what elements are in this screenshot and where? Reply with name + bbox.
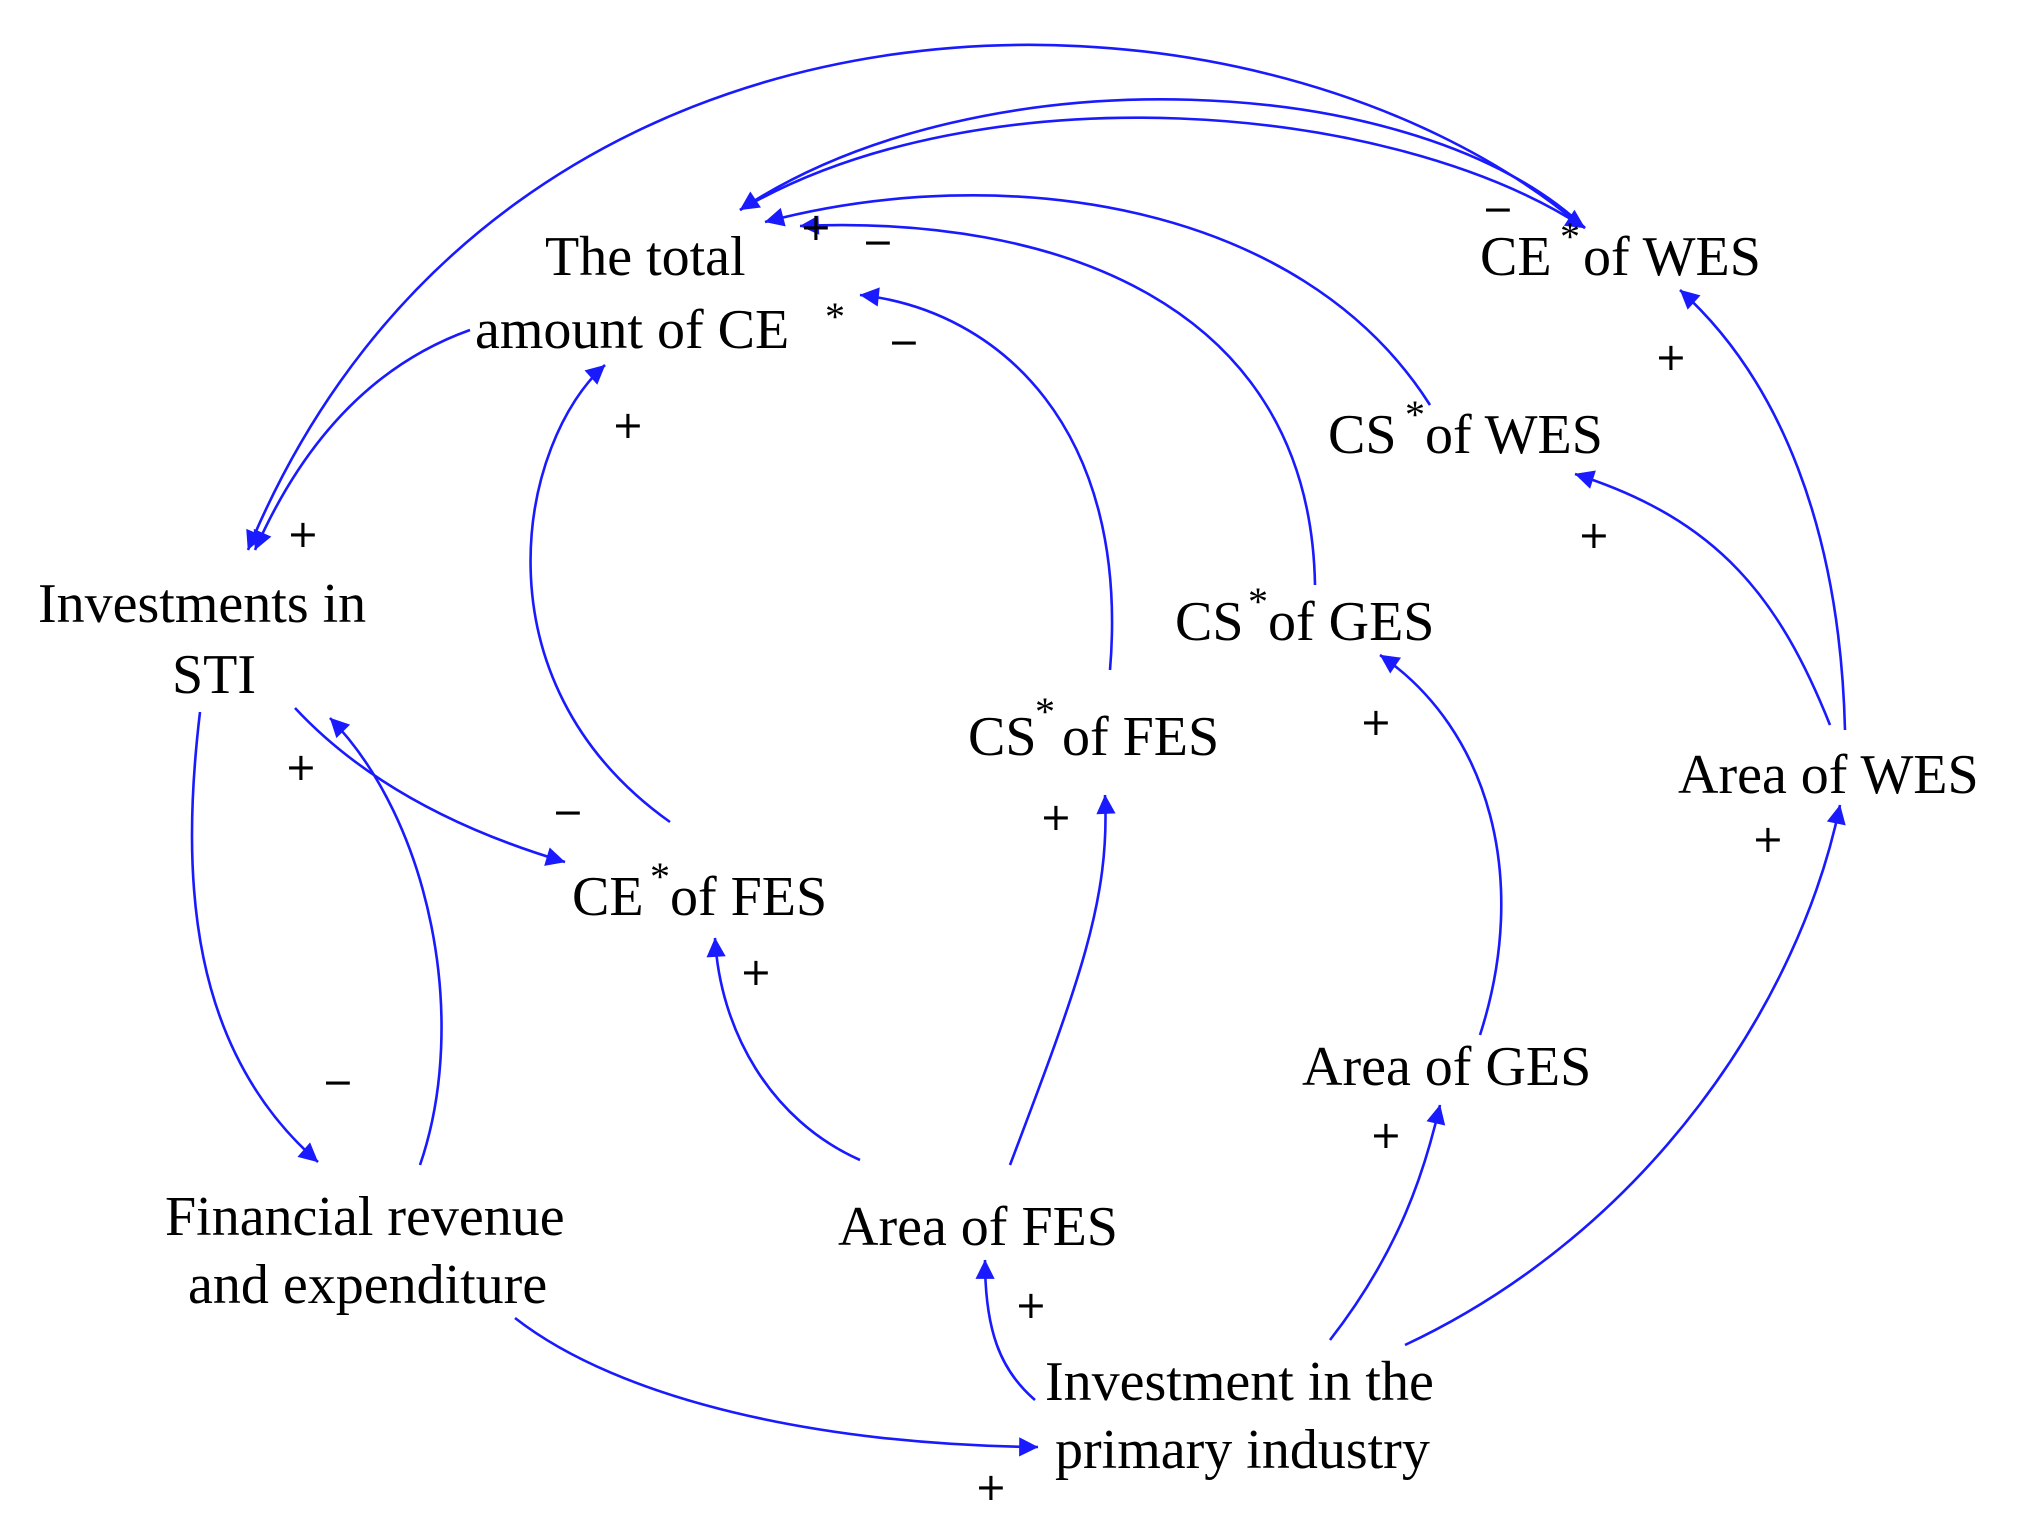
edge-area-ges-to-cs-ges: [1379, 653, 1503, 1036]
polarity-signs: + − − − + + + + + − + + + + − + + +: [285, 187, 1784, 1509]
ce-wes-rest: of WES: [1583, 226, 1761, 288]
edge-wes-ce-to-total: [739, 98, 1586, 229]
investment-primary-line2: primary industry: [1055, 1419, 1430, 1481]
total-ce-star: *: [825, 294, 845, 339]
financial-line2: and expenditure: [188, 1254, 547, 1316]
edge-inv-to-area-fes: [975, 1259, 1036, 1401]
edge-fin-to-inv: [514, 1316, 1039, 1457]
node-cs-ges: CS * of GES: [1175, 579, 1434, 653]
ce-fes-star: *: [650, 854, 670, 899]
edge-ce-fes-to-total: [529, 364, 671, 824]
cs-ges-rest: of GES: [1268, 591, 1434, 653]
sign-wes-ce-to-total: +: [800, 205, 832, 249]
sign-area-fes-to-ce-fes: +: [740, 950, 772, 994]
sign-area-wes-to-ce-wes: +: [1655, 335, 1687, 379]
sign-sti-to-wes-ce: −: [1482, 187, 1514, 231]
cs-ges-star: *: [1248, 579, 1268, 624]
edge-area-fes-to-cs-fes: [1008, 794, 1116, 1166]
sign-area-fes-to-cs-fes: +: [1040, 795, 1072, 839]
edge-area-wes-to-ce-wes: [1679, 289, 1847, 731]
sign-area-ges-to-cs-ges: +: [1360, 700, 1392, 744]
cs-ges-label: CS: [1175, 591, 1244, 653]
edge-sti-to-wes-ce: [739, 116, 1586, 230]
node-area-wes: Area of WES: [1678, 744, 1979, 806]
node-area-fes: Area of FES: [838, 1196, 1118, 1258]
nodes: The total amount of CE * CE * of WES CS …: [38, 214, 1979, 1481]
node-investments-sti: Investments in STI: [38, 573, 366, 706]
node-ce-wes: CE * of WES: [1480, 214, 1761, 288]
edge-inv-to-area-ges: [1328, 1104, 1446, 1341]
sign-sti-to-fin: −: [322, 1060, 354, 1104]
area-wes-label: Area of WES: [1678, 744, 1979, 806]
ce-fes-rest: of FES: [670, 866, 827, 928]
ce-wes-label: CE: [1480, 226, 1552, 288]
sign-fin-to-inv: +: [975, 1465, 1007, 1509]
cs-fes-star: *: [1035, 689, 1055, 734]
total-ce-line2: amount of CE: [475, 299, 789, 361]
node-financial: Financial revenue and expenditure: [165, 1186, 565, 1316]
investments-sti-line2: STI: [172, 644, 256, 706]
ce-fes-label: CE: [572, 866, 644, 928]
financial-line1: Financial revenue: [165, 1186, 565, 1248]
edge-cs-ges-to-total: [799, 215, 1317, 586]
sign-ce-fes-to-total: +: [612, 403, 644, 447]
ce-wes-star: *: [1560, 214, 1580, 259]
sign-cs-ges-to-total: −: [862, 220, 894, 264]
node-investment-primary: Investment in the primary industry: [1045, 1351, 1434, 1481]
edge-sti-to-fin: [190, 711, 319, 1163]
edge-cs-wes-to-total: [764, 193, 1432, 406]
sign-cs-fes-to-total: −: [888, 320, 920, 364]
edge-fin-to-sti: [329, 717, 443, 1166]
sign-inv-to-area-ges: +: [1370, 1113, 1402, 1157]
edges: [190, 43, 1847, 1457]
sign-sti-to-ce-fes: −: [552, 790, 584, 834]
sign-area-wes-to-cs-wes: +: [1578, 513, 1610, 557]
edge-wes-ce-to-sti: [246, 43, 1581, 551]
cs-fes-rest: of FES: [1062, 706, 1219, 768]
sign-inv-to-area-fes: +: [1015, 1283, 1047, 1327]
cs-wes-star: *: [1405, 392, 1425, 437]
cs-wes-rest: of WES: [1425, 404, 1603, 466]
total-ce-line1: The total: [545, 226, 746, 288]
area-ges-label: Area of GES: [1302, 1036, 1591, 1098]
edge-inv-to-area-wes: [1404, 804, 1846, 1347]
edge-sti-to-ce-fes: [294, 707, 566, 866]
node-cs-wes: CS * of WES: [1328, 392, 1603, 466]
sign-fin-to-sti: +: [285, 745, 317, 789]
investments-sti-line1: Investments in: [38, 573, 366, 635]
edge-area-wes-to-cs-wes: [1574, 470, 1832, 726]
cs-fes-label: CS: [968, 706, 1037, 768]
node-ce-fes: CE * of FES: [572, 854, 827, 928]
area-fes-label: Area of FES: [838, 1196, 1118, 1258]
node-area-ges: Area of GES: [1302, 1036, 1591, 1098]
edge-cs-fes-to-total: [859, 287, 1114, 671]
edge-total-to-sti: [253, 328, 471, 551]
sign-total-to-sti: +: [287, 512, 319, 556]
cs-wes-label: CS: [1328, 404, 1397, 466]
node-total-ce: The total amount of CE *: [475, 226, 845, 361]
edge-area-fes-to-ce-fes: [706, 937, 861, 1162]
node-cs-fes: CS * of FES: [968, 689, 1219, 768]
investment-primary-line1: Investment in the: [1045, 1351, 1434, 1413]
sign-inv-to-area-wes: +: [1752, 817, 1784, 861]
